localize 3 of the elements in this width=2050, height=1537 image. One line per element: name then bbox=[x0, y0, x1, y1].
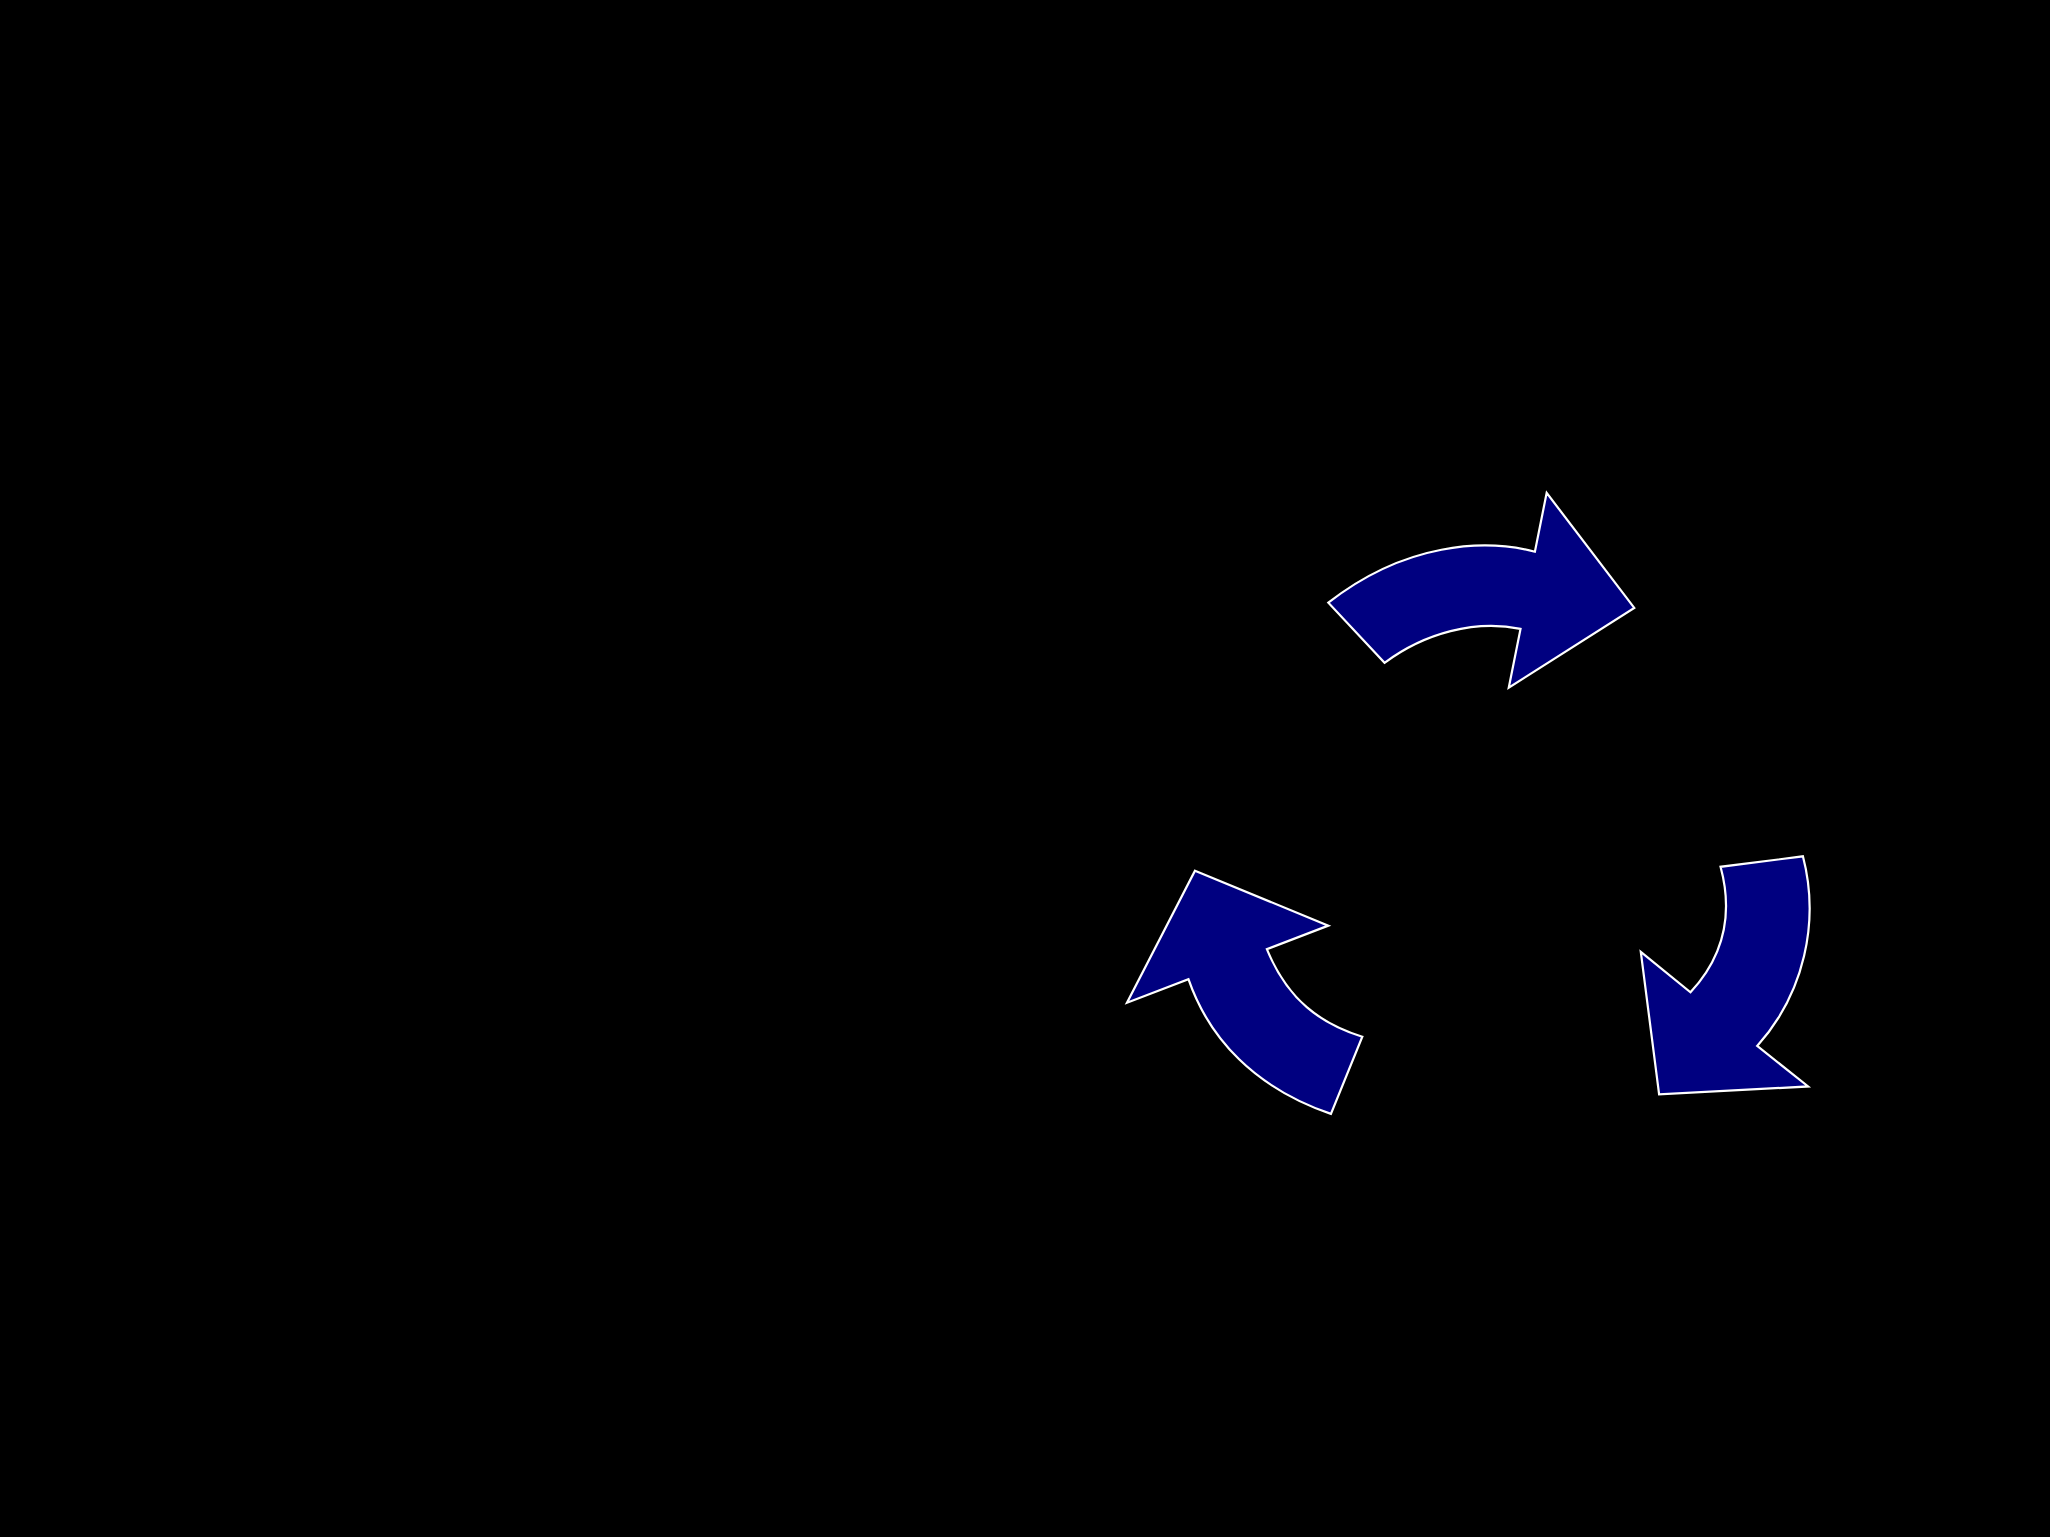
curved-arrow bbox=[1327, 491, 1636, 689]
curved-arrow bbox=[1639, 855, 1811, 1096]
curved-arrow bbox=[1125, 869, 1364, 1115]
